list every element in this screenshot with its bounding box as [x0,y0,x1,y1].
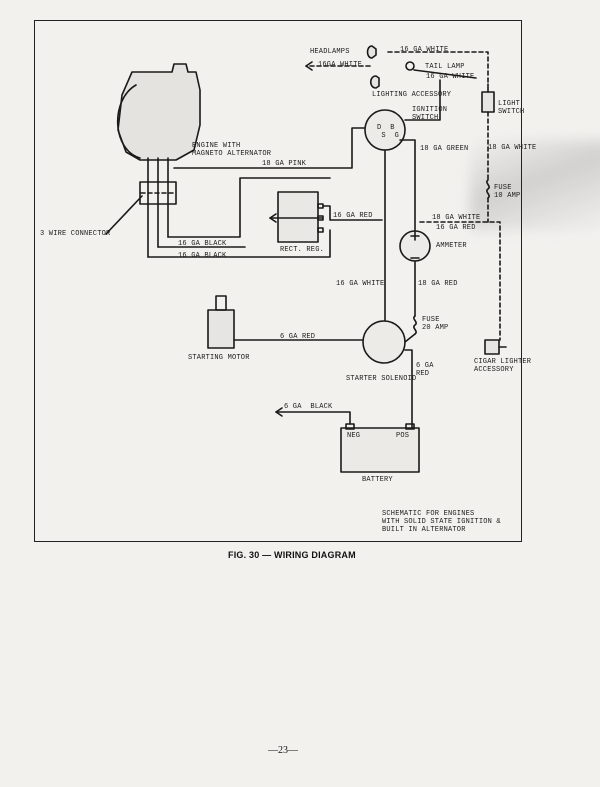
light-switch [481,91,495,113]
label-schematic-note: SCHEMATIC FOR ENGINES WITH SOLID STATE I… [382,510,501,534]
tail-lamp [405,61,415,71]
label-16ga-white-left: 16GA WHITE [318,61,363,69]
rect-reg-term-3 [317,227,324,233]
label-18ga-white-amm: 18 GA WHITE [432,214,481,222]
wire-fuse20-sol [404,333,416,343]
label-18ga-green: 18 GA GREEN [420,145,469,153]
label-16ga-red-amm: 16 GA RED [436,224,476,232]
wire-6-red-batt [404,349,413,429]
label-fuse-20: FUSE 20 AMP [422,316,449,332]
label-16ga-red-reg: 16 GA RED [333,212,373,220]
starting-motor [207,309,235,349]
label-engine: ENGINE WITH MAGNETO ALTERNATOR [192,142,272,158]
label-battery: BATTERY [362,476,393,484]
label-pos: POS [396,432,410,440]
wire-16-black-1 [167,177,331,238]
label-rect-reg: RECT. REG. [280,246,325,254]
wire-to-light-switch [404,79,441,121]
label-connector: 3 WIRE CONNECTOR [40,230,111,238]
label-switch-terminals: D B S G [377,124,400,140]
label-ignition-switch: IGNITION SWITCH [412,106,448,122]
label-6ga-red-motor: 6 GA RED [280,333,316,341]
label-ammeter: AMMETER [436,242,467,250]
label-6ga-black: 6 GA BLACK [284,403,333,411]
label-6ga-red-batt: 6 GA RED [416,362,434,378]
engine-flywheel [116,84,141,159]
page-number: —23— [268,745,298,756]
label-18ga-white-right: 18 GA WHITE [488,144,537,152]
label-16ga-black-1: 16 GA BLACK [178,240,227,248]
scan-smudge [470,140,600,230]
label-18ga-red: 18 GA RED [418,280,458,288]
label-16ga-black-2: 16 GA BLACK [178,252,227,260]
battery-box [340,427,420,473]
label-18ga-pink: 18 GA PINK [262,160,307,168]
label-16ga-white-mid: 16 GA WHITE [336,280,385,288]
label-headlamps: HEADLAMPS [310,48,350,56]
label-starting-motor: STARTING MOTOR [188,354,250,362]
figure-caption: FIG. 30 — WIRING DIAGRAM [228,550,356,560]
arrow-head-reg [269,213,277,223]
starting-motor-top [215,295,227,311]
headlamp [366,45,377,59]
wire-16-red-reg [322,205,383,221]
label-tail-lamp: TAIL LAMP [425,63,465,71]
wire-18-green [399,139,416,233]
starter-solenoid [362,320,406,364]
rect-reg-box [277,191,319,243]
label-light-switch: LIGHT SWITCH [498,100,525,116]
wire-6-black [275,411,351,425]
diagram-frame [34,20,522,542]
label-16ga-white-tail: 16 GA WHITE [426,73,475,81]
connector-leader [105,195,143,235]
label-starter-solenoid: STARTER SOLENOID [346,375,417,383]
fuse-20-amp [413,315,417,335]
fuse-10-amp [486,179,490,199]
battery-pos-post [405,423,415,430]
label-cigar-lighter: CIGAR LIGHTER ACCESSORY [474,358,532,374]
label-16ga-white-top: 16 GA WHITE [400,46,449,54]
wire-dashed-lamps [387,51,489,85]
label-fuse-10: FUSE 10 AMP [494,184,521,200]
wire-18-pink [173,127,369,169]
tail-lamp-reflector [369,75,380,89]
cigar-lighter [484,339,500,355]
arrow-head-black [275,407,283,417]
label-lighting-accessory: LIGHTING ACCESSORY [372,91,452,99]
label-neg: NEG [347,432,361,440]
wire-16-white-cigar [419,221,501,341]
wire-16-black-3 [147,229,331,258]
arrow-head-left [305,61,313,71]
wire-tail [413,69,477,79]
engine-outline [117,63,201,161]
